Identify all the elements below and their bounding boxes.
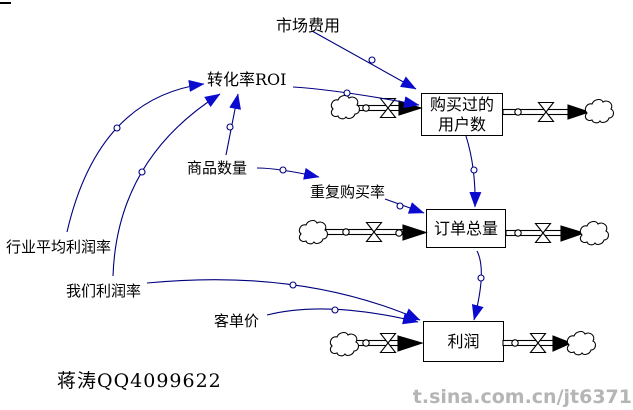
- flow-pipe: [502, 339, 555, 347]
- cloud-source-icon: [329, 331, 360, 357]
- valve-icon: [365, 221, 383, 243]
- stock-total-orders-label: 订单总量: [433, 218, 498, 238]
- connector-price-to-profit: [266, 308, 419, 325]
- variable-order-price: 客单价: [214, 312, 260, 330]
- variable-conversion-roi: 转化率ROI: [207, 70, 287, 89]
- flow-profit-inflow: [329, 331, 424, 357]
- connector-handle-icon: [138, 168, 146, 176]
- flow-users-inflow: [330, 94, 423, 120]
- cloud-sink-icon: [584, 98, 615, 124]
- valve-icon: [379, 97, 397, 119]
- flow-pipe: [353, 339, 400, 347]
- connector-handle-icon: [396, 202, 404, 210]
- flow-arrowhead-icon: [397, 335, 424, 352]
- flow-profit-outflow: [502, 330, 597, 356]
- flow-arrowhead-icon: [552, 335, 573, 352]
- flow-pipe: [323, 228, 405, 236]
- connector-orders-to-profit: [471, 250, 484, 321]
- cloud-source-icon: [298, 219, 329, 245]
- connector-handle-icon: [477, 274, 485, 282]
- connector-market-cost-to-users-inflow: [311, 30, 417, 90]
- connector-handle-icon: [279, 166, 287, 174]
- connector-our-rate-to-profit: [146, 279, 421, 321]
- stock-profit: 利润: [423, 321, 504, 362]
- valve-icon: [537, 101, 555, 123]
- cloud-source-icon: [330, 94, 361, 120]
- connector-users-to-orders: [465, 135, 482, 208]
- connector-handle-icon: [113, 124, 121, 132]
- flow-handle-icon: [395, 229, 403, 237]
- flow-handle-icon: [362, 339, 370, 347]
- connector-industry-rate-to-roi: [66, 80, 205, 233]
- flow-arrowhead-icon: [560, 225, 586, 242]
- stock-purchased-users-label-line1: 购买过的: [429, 95, 494, 115]
- variable-our-profit-rate: 我们利润率: [66, 282, 142, 300]
- signature-text: 蒋涛QQ4099622: [57, 370, 222, 392]
- flow-pipe: [502, 108, 570, 116]
- flow-arrowhead-icon: [398, 100, 423, 116]
- cloud-sink-icon: [566, 330, 597, 356]
- variable-market-cost: 市场费用: [276, 16, 341, 35]
- flow-users-outflow: [502, 98, 615, 124]
- flow-handle-icon: [514, 229, 522, 237]
- connector-our-rate-to-roi: [112, 93, 221, 277]
- connector-handle-icon: [331, 306, 339, 314]
- flow-handle-icon: [511, 339, 519, 347]
- flow-handle-icon: [362, 104, 370, 112]
- stock-purchased-users-label-line2: 用户数: [437, 114, 486, 134]
- connector-handle-icon: [368, 56, 376, 64]
- flow-pipe: [356, 104, 402, 112]
- valve-icon: [534, 222, 552, 244]
- stock-profit-label: 利润: [447, 331, 480, 351]
- flow-handle-icon: [342, 228, 350, 236]
- flow-pipe: [505, 229, 563, 237]
- connector-handle-icon: [470, 166, 478, 174]
- crop-artifact: [0, 2, 11, 4]
- variable-goods-count: 商品数量: [187, 159, 248, 177]
- stock-total-orders: 订单总量: [426, 209, 506, 248]
- connector-goods-to-roi: [225, 93, 241, 156]
- flow-handle-icon: [514, 108, 522, 116]
- stock-purchased-users: 购买过的 用户数: [421, 93, 503, 136]
- connector-handle-icon: [289, 281, 297, 289]
- flow-orders-inflow: [298, 219, 428, 245]
- cloud-sink-icon: [579, 220, 610, 246]
- connector-roi-to-users-inflow: [292, 86, 420, 109]
- flow-orders-outflow: [505, 220, 610, 246]
- connector-repeat-rate-to-orders-inflow: [384, 198, 425, 214]
- variable-repeat-purchase-rate: 重复购买率: [310, 183, 386, 201]
- connector-handle-icon: [343, 89, 351, 97]
- connector-goods-to-repeat-rate: [256, 167, 320, 180]
- flow-arrowhead-icon: [567, 104, 591, 120]
- valve-icon: [379, 332, 397, 354]
- connector-handle-icon: [226, 123, 234, 131]
- flow-arrowhead-icon: [402, 224, 428, 241]
- watermark-url: t.sina.com.cn/jt6371: [412, 386, 632, 408]
- valve-icon: [529, 332, 547, 354]
- variable-industry-avg-profit-rate: 行业平均利润率: [6, 238, 112, 256]
